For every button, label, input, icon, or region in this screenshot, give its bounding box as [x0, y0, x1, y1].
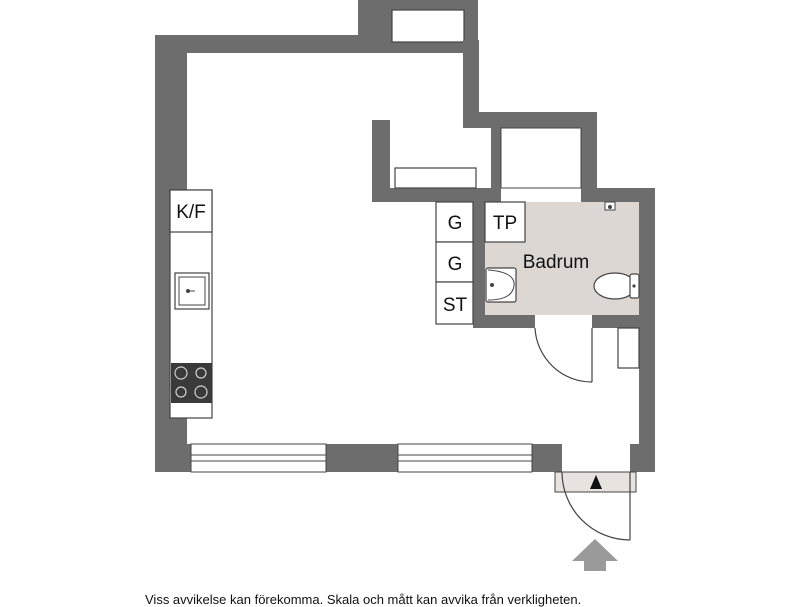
tp-box [484, 201, 526, 243]
entrance-door [554, 471, 637, 541]
washbasin-icon [485, 267, 517, 303]
stove-icon [171, 363, 212, 403]
entrance-arrow-icon [572, 539, 618, 571]
closet-right [500, 127, 582, 189]
window-right [397, 443, 533, 473]
label-g-2: G [448, 254, 463, 275]
toilet-icon [593, 272, 640, 300]
label-bathroom: Badrum [523, 252, 590, 273]
hall-cabinet [617, 327, 640, 369]
walls [155, 0, 655, 472]
bathroom-door [534, 327, 593, 383]
label-tp: TP [493, 213, 517, 234]
towel-hook-icon [604, 201, 616, 211]
window-left [190, 443, 327, 473]
label-g-1: G [448, 213, 463, 234]
label-st: ST [443, 295, 468, 316]
storage-units [435, 201, 474, 325]
disclaimer-text: Viss avvikelse kan förekomma. Skala och … [145, 592, 582, 607]
kf-box [169, 189, 213, 233]
closet-shelf [394, 167, 477, 189]
sink-icon [174, 272, 210, 310]
label-kf: K/F [176, 202, 206, 223]
